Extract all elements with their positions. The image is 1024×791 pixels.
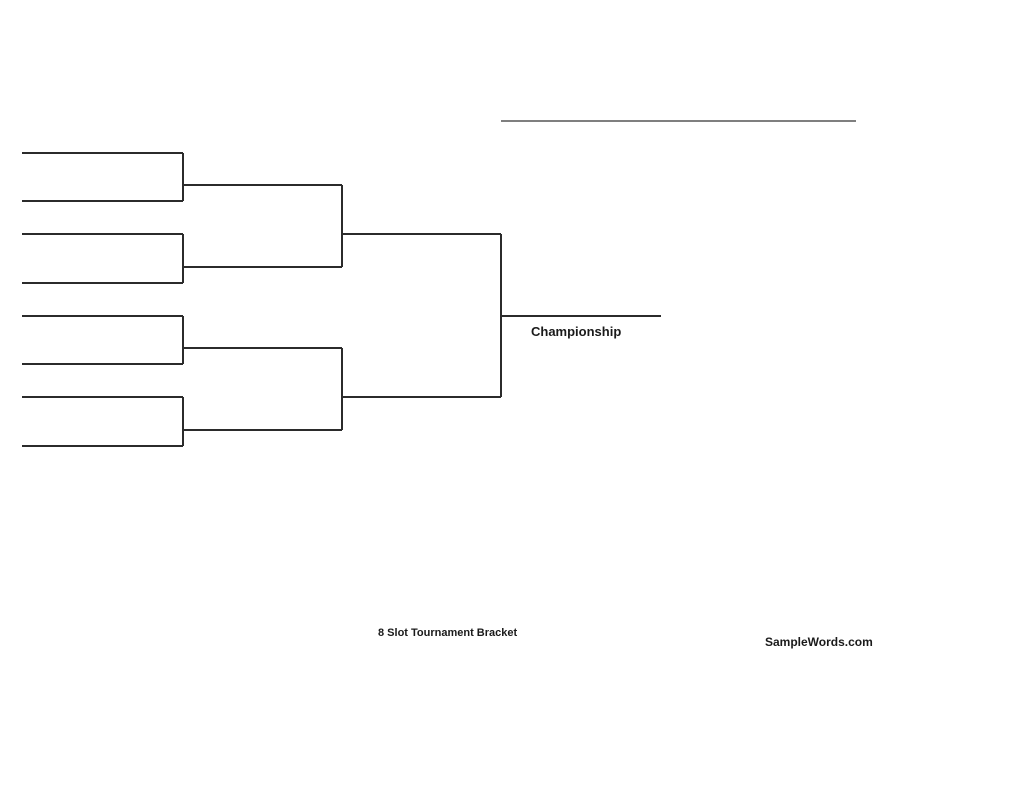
bracket-caption: 8 Slot Tournament Bracket (378, 627, 518, 639)
site-credit: SampleWords.com (765, 635, 873, 649)
round-2-slots (183, 184, 343, 431)
round-1-slots (22, 152, 184, 447)
championship-label: Championship (531, 324, 622, 339)
round-3-slots (342, 233, 502, 398)
